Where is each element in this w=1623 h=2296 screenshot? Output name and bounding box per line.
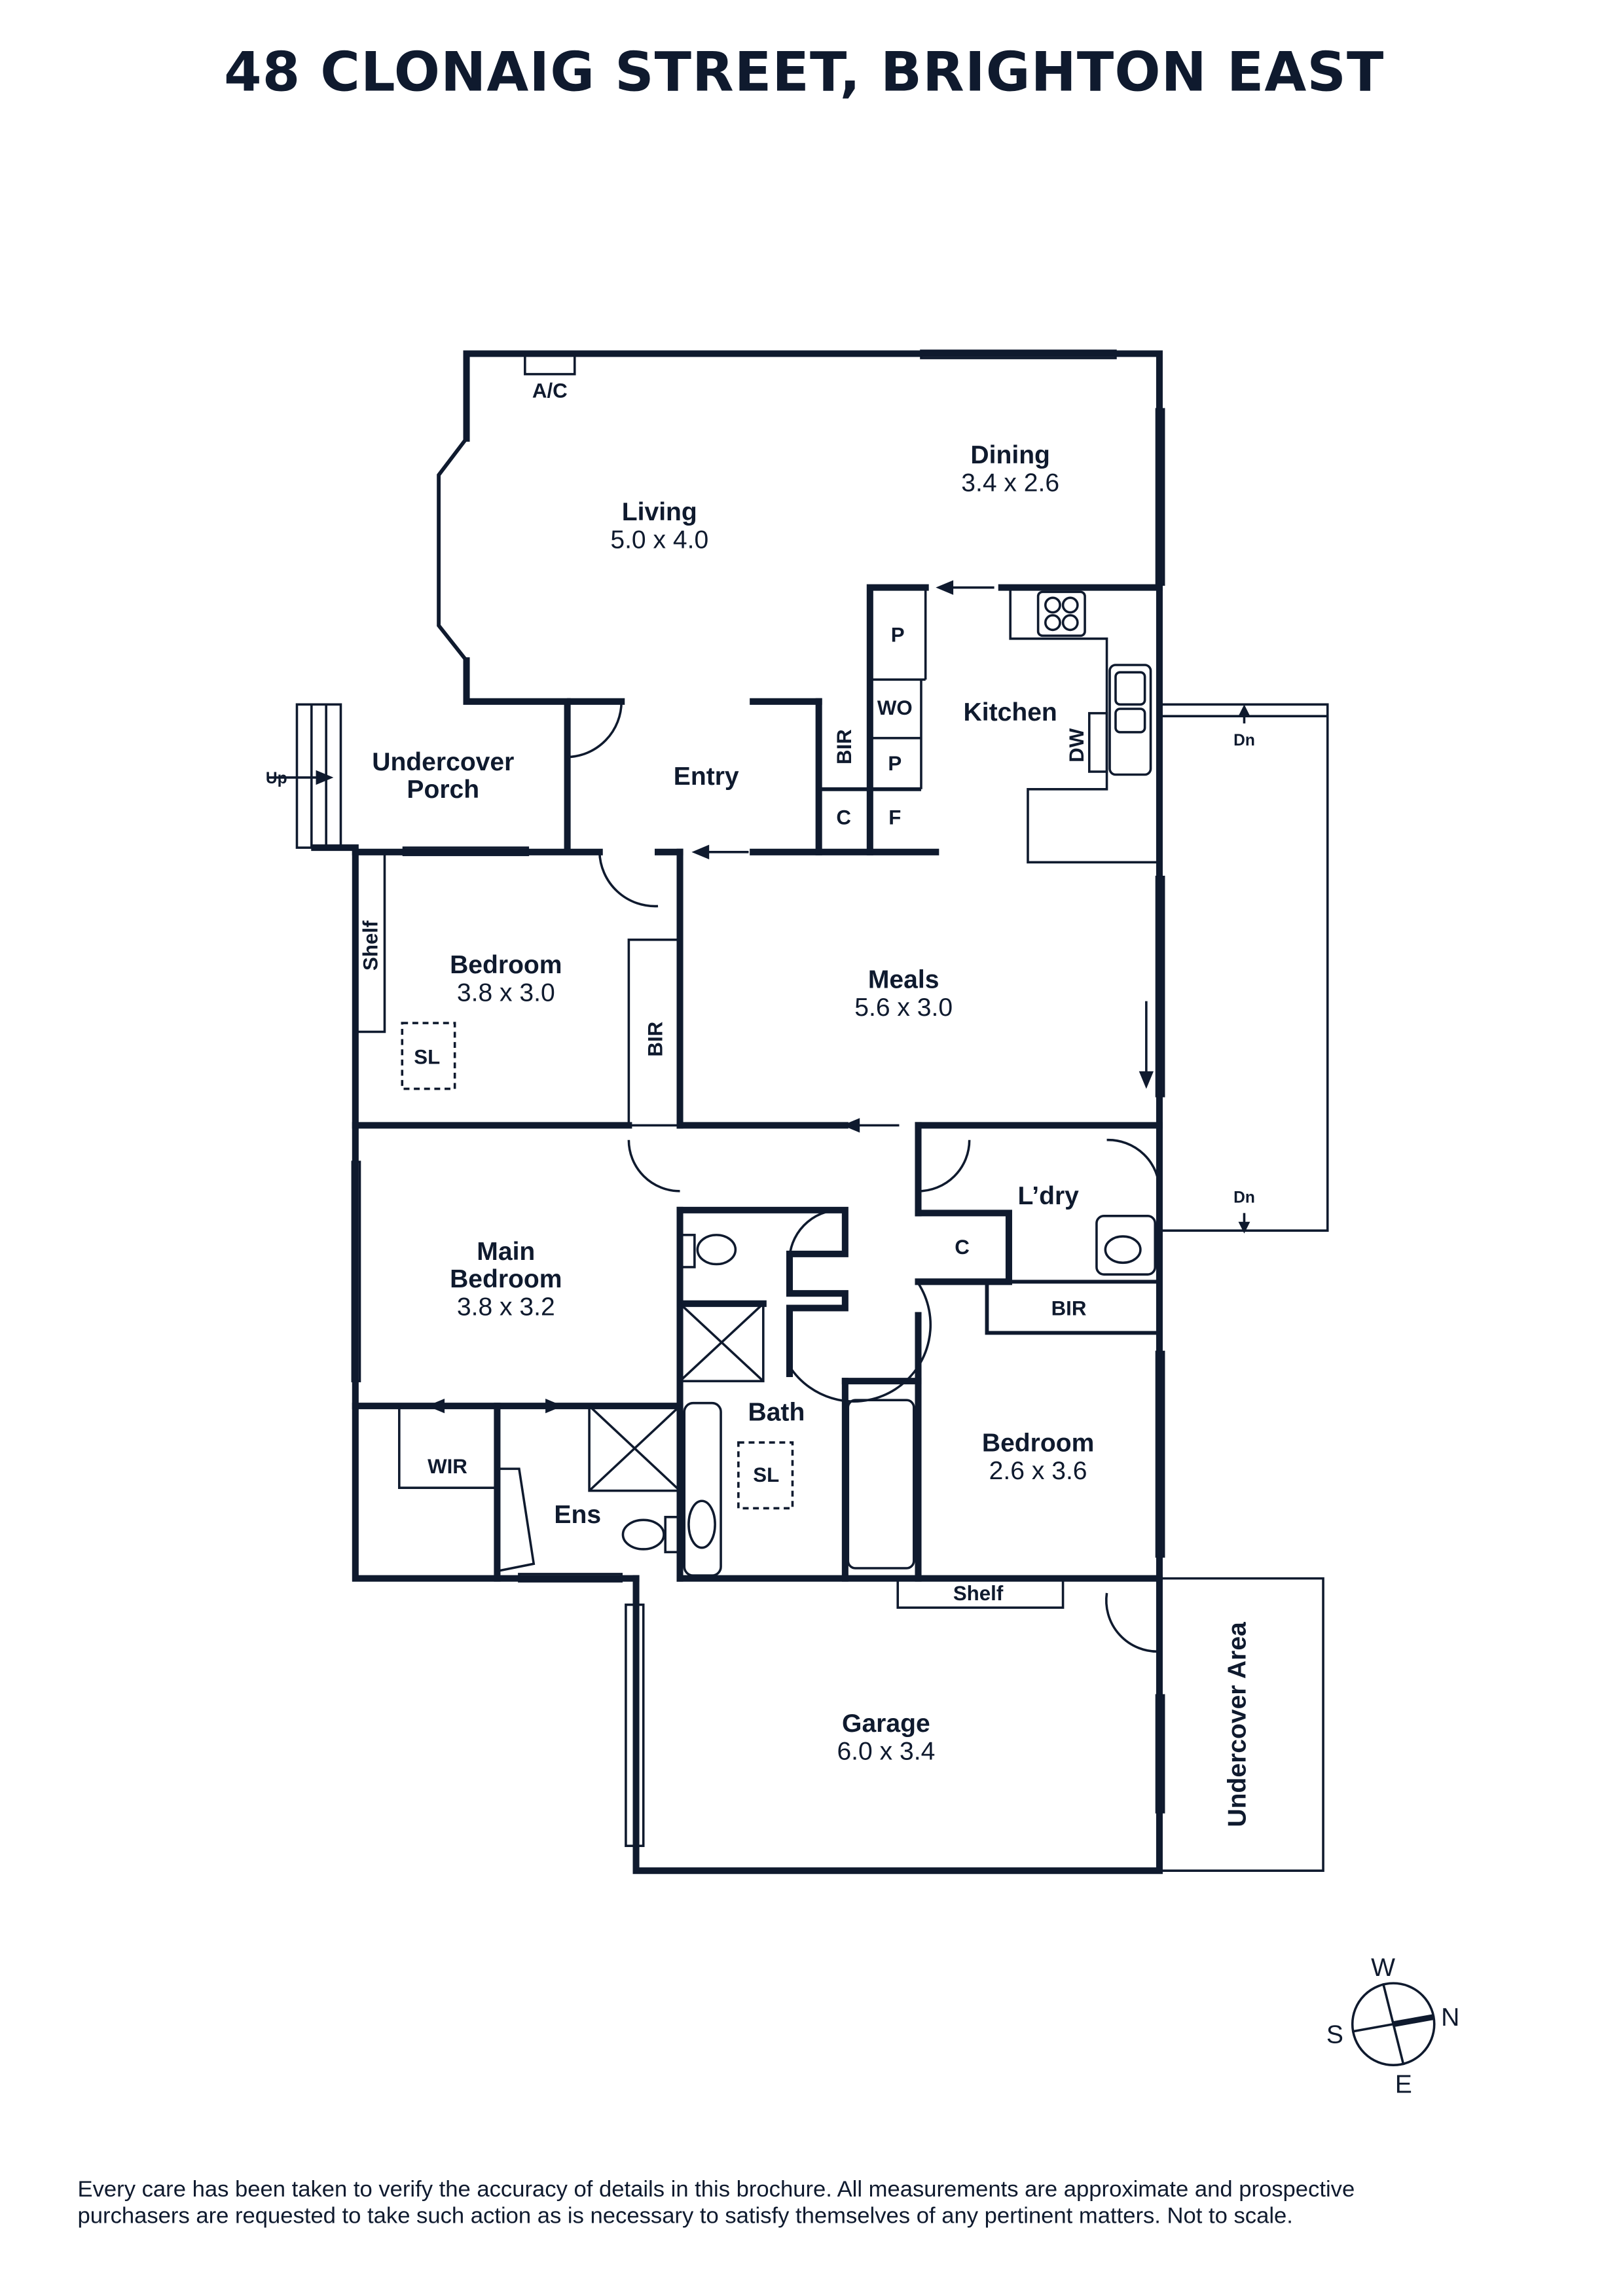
cupboard-label: C (836, 806, 851, 829)
down-label: Dn (1233, 1189, 1255, 1207)
undercover-area-label: Undercover Area (1224, 1622, 1252, 1827)
wall-oven-label: WO (877, 696, 913, 719)
fridge-label: F (888, 806, 901, 829)
compass-e: E (1395, 2071, 1412, 2099)
ac-label: A/C (532, 379, 568, 402)
bir-label: BIR (1051, 1297, 1087, 1320)
bath-label: Bath (748, 1398, 805, 1426)
up-label: Up (266, 770, 287, 787)
main-bedroom-label-1: Main (477, 1238, 535, 1266)
dining-dims: 3.4 x 2.6 (961, 469, 1059, 497)
garage-dims: 6.0 x 3.4 (837, 1737, 935, 1765)
skylight-label: SL (753, 1463, 779, 1486)
shelf-label: Shelf (953, 1582, 1004, 1605)
meals-label: Meals (868, 965, 939, 994)
bedroom-2-label: Bedroom (982, 1429, 1094, 1457)
porch-label-1: Undercover (372, 748, 514, 776)
garage-label: Garage (842, 1710, 930, 1738)
living-dims: 5.0 x 4.0 (610, 526, 708, 554)
bir-label: BIR (644, 1022, 667, 1057)
disclaimer-line-2: purchasers are requested to take such ac… (78, 2203, 1293, 2228)
shelf-label: Shelf (359, 920, 382, 971)
bedroom-1-dims: 3.8 x 3.0 (457, 979, 555, 1007)
bir-label: BIR (833, 729, 856, 764)
entry-label: Entry (674, 762, 739, 791)
porch-label-2: Porch (407, 776, 479, 804)
room-labels: Living 5.0 x 4.0 Dining 3.4 x 2.6 Kitche… (372, 441, 1251, 1827)
bedroom-1-label: Bedroom (450, 951, 562, 979)
compass-w: W (1371, 1954, 1395, 1982)
skylight-label: SL (414, 1046, 440, 1069)
pantry-label: P (891, 623, 905, 646)
living-label: Living (622, 498, 697, 526)
disclaimer-line-1: Every care has been taken to verify the … (78, 2177, 1355, 2202)
dishwasher-label: DW (1065, 728, 1088, 762)
pantry-label: P (888, 752, 902, 775)
north-needle (1393, 2014, 1435, 2028)
ensuite-label: Ens (554, 1501, 601, 1529)
fixture-labels: A/C P WO P BIR C F DW Shelf SL BIR WIR S… (266, 379, 1255, 1605)
compass-n: N (1441, 2003, 1459, 2032)
main-bedroom-label-2: Bedroom (450, 1265, 562, 1293)
kitchen-label: Kitchen (964, 698, 1057, 726)
bedroom-2-dims: 2.6 x 3.6 (989, 1457, 1087, 1485)
compass: W N S E (1326, 1954, 1460, 2099)
walls (267, 350, 1329, 1874)
dining-label: Dining (970, 441, 1050, 469)
compass-s: S (1326, 2021, 1343, 2049)
main-bedroom-dims: 3.8 x 3.2 (457, 1293, 555, 1321)
laundry-label: L’dry (1018, 1182, 1080, 1210)
sliding-door-arrows (267, 580, 1250, 1414)
wir-label: WIR (428, 1455, 467, 1478)
down-label: Dn (1233, 732, 1255, 749)
page-title: 48 CLONAIG STREET, BRIGHTON EAST (224, 41, 1384, 103)
cupboard-label: C (955, 1236, 970, 1259)
meals-dims: 5.6 x 3.0 (854, 994, 953, 1022)
